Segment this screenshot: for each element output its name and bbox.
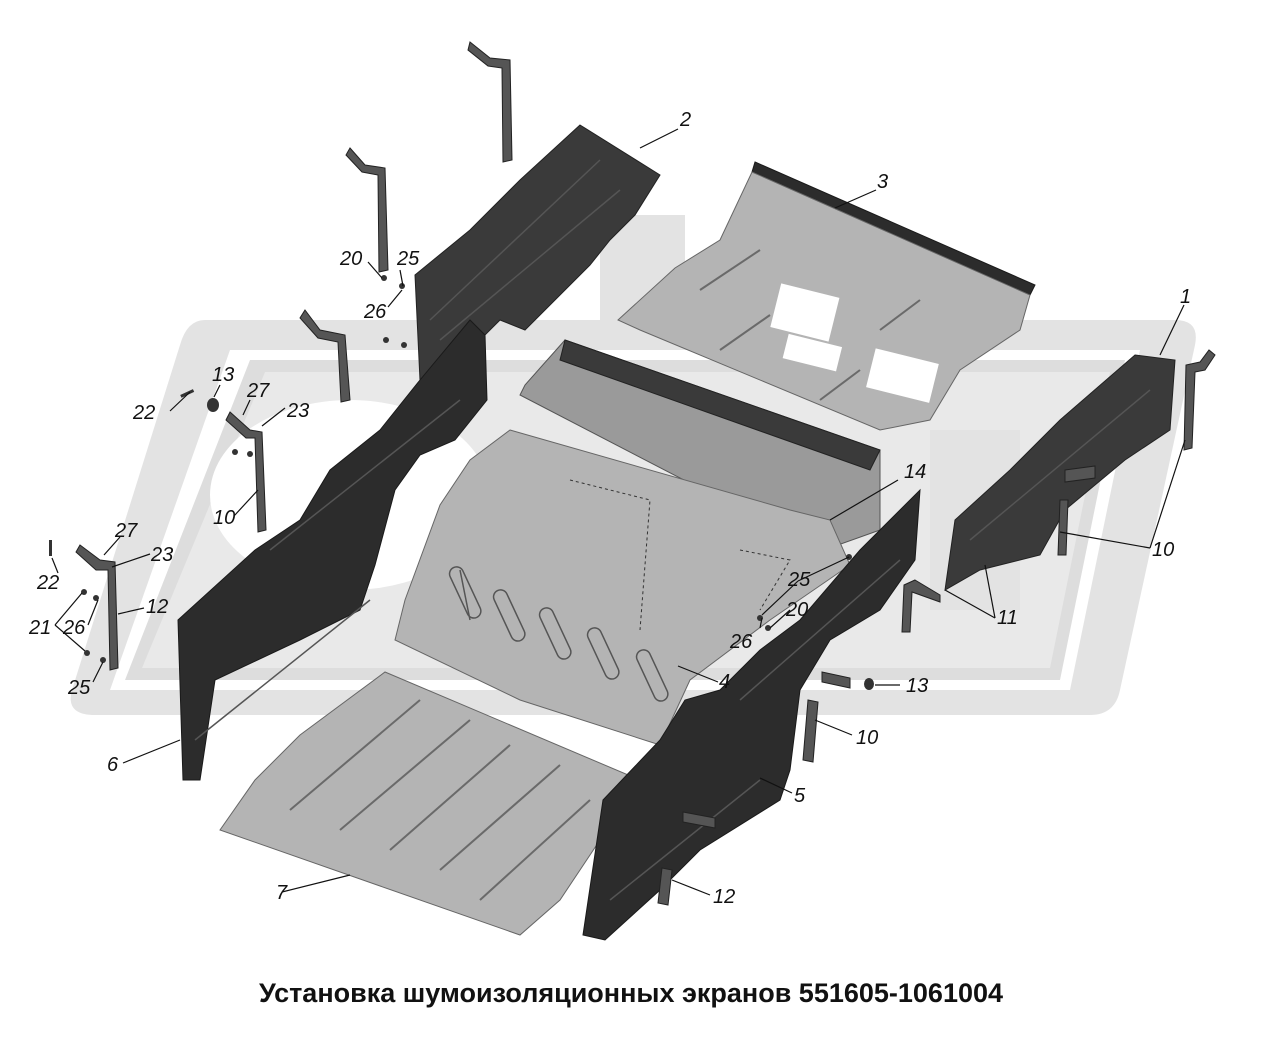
callout-5: 5 xyxy=(794,785,806,807)
callout-12-lower: 12 xyxy=(713,886,735,908)
part-3-front-floor-screen xyxy=(617,161,1036,431)
callout-2: 2 xyxy=(679,109,691,131)
callout-10-left: 10 xyxy=(213,507,235,529)
part-2-left-arch-screen xyxy=(414,124,661,382)
callout-26-left: 26 xyxy=(62,617,86,639)
callout-20-upper: 20 xyxy=(339,248,362,270)
callout-26-upper: 26 xyxy=(363,301,387,323)
callout-10-right: 10 xyxy=(1152,539,1174,561)
fasteners xyxy=(49,275,852,663)
callout-14: 14 xyxy=(904,461,926,483)
callout-6: 6 xyxy=(107,754,119,776)
callout-21: 21 xyxy=(28,617,51,639)
callout-23-upper: 23 xyxy=(286,400,309,422)
callout-12-left: 12 xyxy=(146,596,168,618)
callout-10-lower: 10 xyxy=(856,727,878,749)
callout-3: 3 xyxy=(877,171,888,193)
callout-7: 7 xyxy=(276,882,288,904)
callout-labels: 2 3 1 10 11 14 13 10 4 5 12 7 6 10 12 20… xyxy=(28,109,1191,908)
callout-20-right: 20 xyxy=(785,599,808,621)
part-1-right-arch-screen xyxy=(944,354,1176,591)
callout-13-left: 13 xyxy=(212,364,234,386)
part-7-rear-floor-screen xyxy=(219,671,641,936)
callout-22-lower: 22 xyxy=(36,572,59,594)
callout-25-upper: 25 xyxy=(396,248,420,270)
callout-27-lower: 27 xyxy=(114,520,138,542)
part-6-left-side-screen xyxy=(177,319,488,781)
part-5-right-side-screen xyxy=(582,488,921,941)
callout-26-right: 26 xyxy=(729,631,753,653)
part-14-tunnel-screen xyxy=(519,339,881,546)
callout-1: 1 xyxy=(1180,286,1191,308)
figure-caption: Установка шумоизоляционных экранов 55160… xyxy=(258,978,1004,1008)
callout-25-left: 25 xyxy=(67,677,91,699)
brackets xyxy=(75,41,1216,906)
callout-4: 4 xyxy=(719,671,730,693)
callout-22-upper: 22 xyxy=(132,402,155,424)
callout-27-upper: 27 xyxy=(246,380,270,402)
callout-25-right: 25 xyxy=(787,569,811,591)
callout-23-lower: 23 xyxy=(150,544,173,566)
callout-11: 11 xyxy=(997,607,1018,629)
callout-13-right: 13 xyxy=(906,675,928,697)
leader-lines xyxy=(51,128,1186,896)
